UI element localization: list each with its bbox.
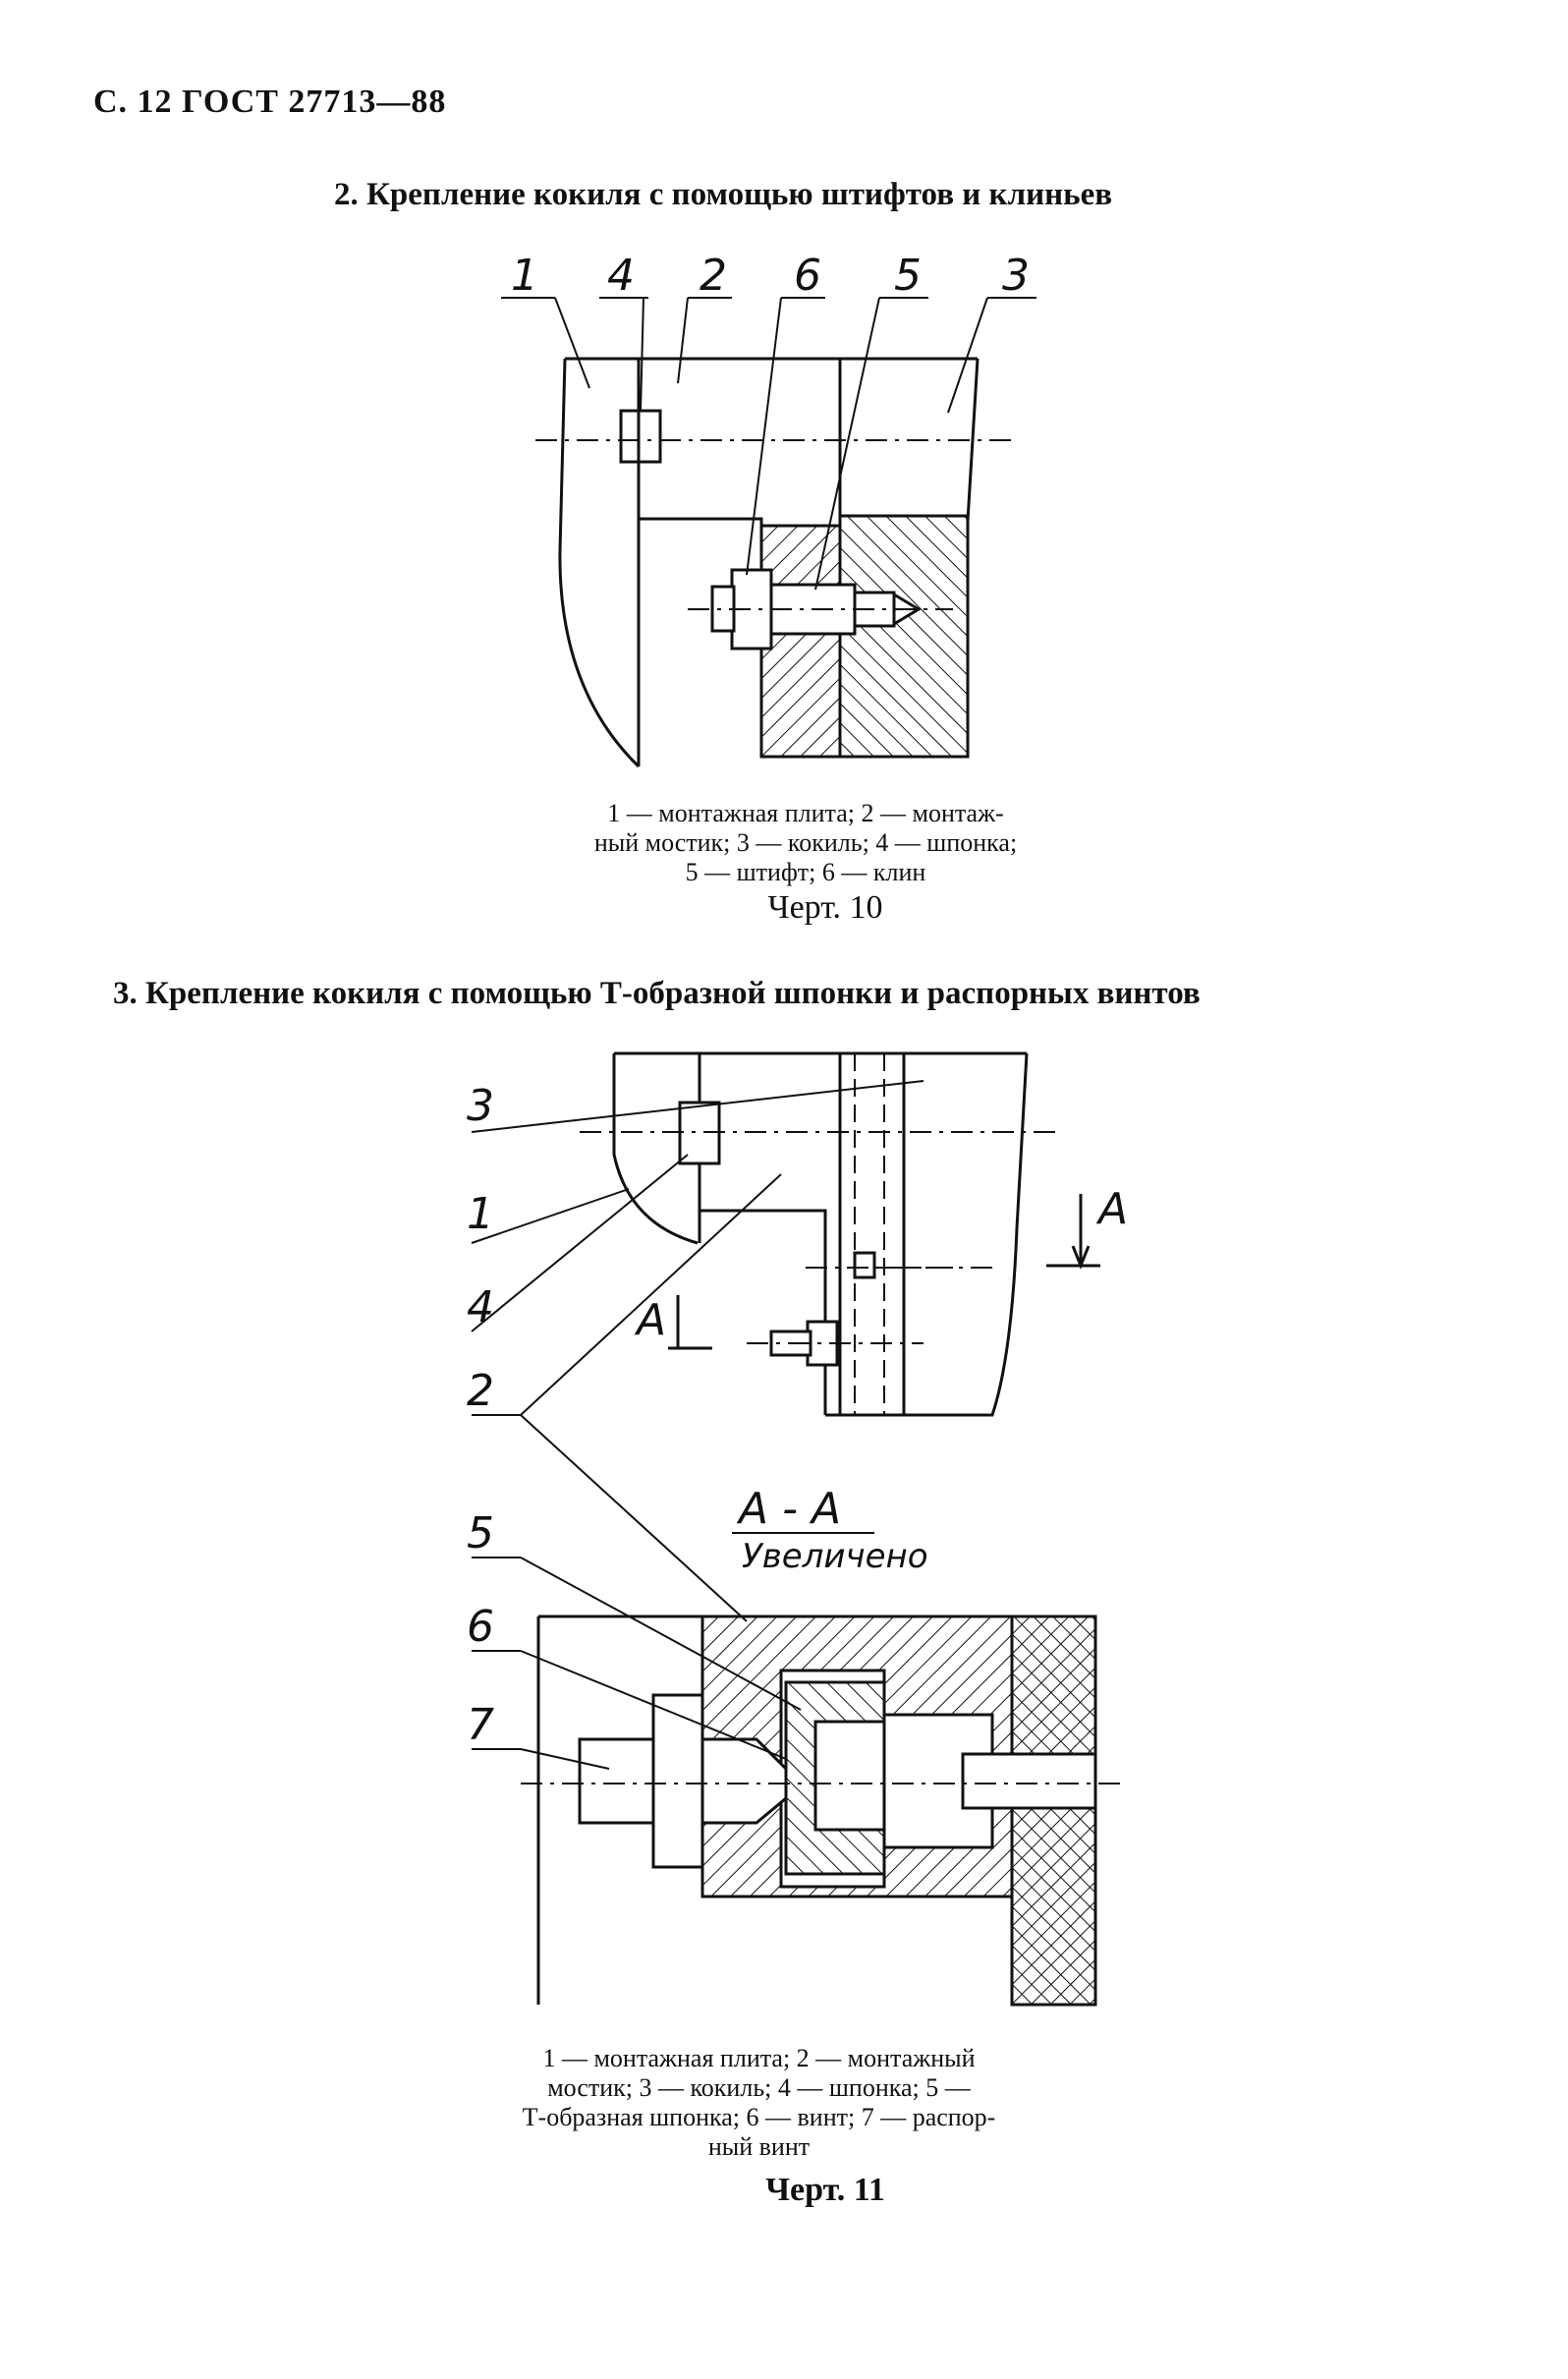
caption-line: 1 — монтажная плита; 2 — монтажный xyxy=(542,2044,976,2072)
fig10-bridge-section xyxy=(759,524,842,759)
figure-11-caption: 1 — монтажная плита; 2 — монтажный мости… xyxy=(437,2044,1081,2162)
fig11-callout-5: 5 xyxy=(467,1508,494,1558)
figure-11-label: Черт. 11 xyxy=(765,2172,885,2208)
section-mark-left: A xyxy=(634,1295,666,1345)
caption-line: 1 — монтажная плита; 2 — монтаж- xyxy=(607,799,1004,827)
page-header: С. 12 ГОСТ 27713—88 xyxy=(93,84,447,120)
section-2-heading: 2. Крепление кокиля с помощью штифтов и … xyxy=(334,177,1113,212)
fig10-callout-3: 3 xyxy=(1002,251,1030,301)
fig10-callout-1: 1 xyxy=(511,251,538,301)
caption-line: Т-образная шпонка; 6 — винт; 7 — распор- xyxy=(522,2103,996,2131)
section-view-title: А - А xyxy=(736,1484,841,1534)
fig10-callout-6: 6 xyxy=(794,251,821,301)
fig11-callout-6: 6 xyxy=(467,1602,494,1652)
section-3-heading: 3. Крепление кокиля с помощью Т-образной… xyxy=(113,976,1201,1011)
section-view-subtitle: Увеличено xyxy=(742,1537,928,1576)
fig11-callout-4: 4 xyxy=(467,1282,494,1332)
figure-10-caption: 1 — монтажная плита; 2 — монтаж- ный мос… xyxy=(462,799,1149,887)
caption-line: 5 — штифт; 6 — клин xyxy=(685,858,926,886)
caption-line: ный винт xyxy=(707,2132,811,2161)
fig11-callout-3: 3 xyxy=(467,1081,494,1131)
fig11-callout-2: 2 xyxy=(467,1366,494,1416)
fig11-callout-7: 7 xyxy=(467,1700,494,1750)
section-mark-right: A xyxy=(1095,1184,1128,1234)
fig10-cokil-section xyxy=(838,514,970,759)
caption-line: ный мостик; 3 — кокиль; 4 — шпонка; xyxy=(593,828,1018,857)
fig10-callout-5: 5 xyxy=(894,251,922,301)
fig11-callout-1: 1 xyxy=(467,1189,494,1239)
fig10-callout-4: 4 xyxy=(607,251,635,301)
fig10-callout-2: 2 xyxy=(700,251,727,301)
caption-line: мостик; 3 — кокиль; 4 — шпонка; 5 — xyxy=(547,2073,971,2102)
figure-10-label: Черт. 10 xyxy=(767,889,883,926)
fig11-top-view xyxy=(612,1051,1100,1417)
fig11-section-view xyxy=(521,1614,1120,2007)
